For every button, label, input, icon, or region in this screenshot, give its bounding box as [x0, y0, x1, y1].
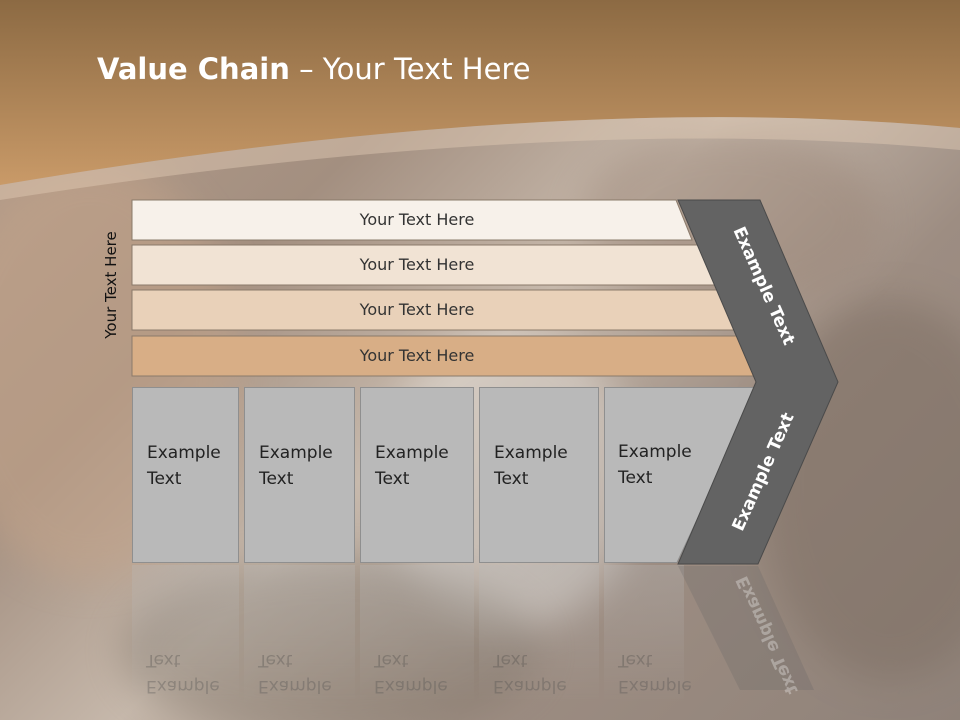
- box-line1: Example: [375, 443, 449, 463]
- slide-title: Value Chain – Your Text Here: [97, 52, 531, 86]
- box-line2: Text: [618, 468, 653, 488]
- row-label: Your Text Here: [359, 346, 475, 365]
- header-band: [0, 0, 960, 200]
- row-label: Your Text Here: [359, 255, 475, 274]
- box-line2: Text: [259, 469, 294, 489]
- box-line2: Text: [375, 469, 410, 489]
- box-line2: Text: [147, 469, 182, 489]
- title-bold: Value Chain: [97, 52, 290, 86]
- box-line2: Text: [494, 469, 529, 489]
- title-rest: – Your Text Here: [289, 52, 531, 86]
- box-line1: Example: [147, 443, 221, 463]
- row-label: Your Text Here: [359, 300, 475, 319]
- box-line1: Example: [259, 443, 333, 463]
- box-line1: Example: [494, 443, 568, 463]
- box-line1: Example: [618, 442, 692, 462]
- example-box-5-shape: [604, 387, 760, 563]
- row-label: Your Text Here: [359, 210, 475, 229]
